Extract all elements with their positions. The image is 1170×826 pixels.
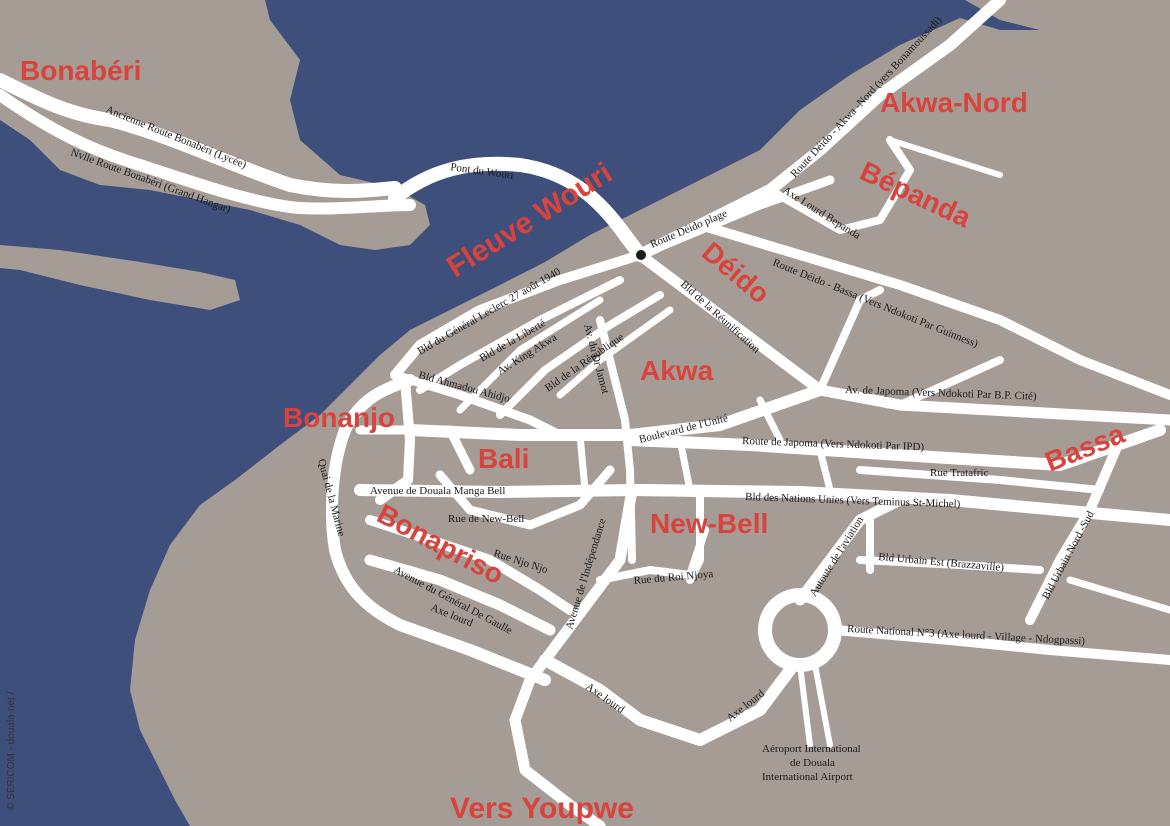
credit-text: © SERICOM - douala-net / xyxy=(6,691,17,810)
street-rue-tratafric: Rue Tratafric xyxy=(930,467,988,479)
district-akwa: Akwa xyxy=(640,355,714,386)
airport-label-line3: International Airport xyxy=(762,771,853,783)
airport-label-line1: Aéroport International xyxy=(762,743,861,755)
district-bonanjo: Bonanjo xyxy=(283,402,395,433)
district-akwa-nord: Akwa-Nord xyxy=(880,87,1028,118)
district-bali: Bali xyxy=(478,443,529,474)
airport-label-line2: de Douala xyxy=(790,757,835,769)
land-west-lower xyxy=(0,245,240,310)
district-bonaberi: Bonabéri xyxy=(20,55,141,86)
pont-junction-marker xyxy=(636,250,646,260)
street-avenue-douala-manga-bell: Avenue de Douala Manga Bell xyxy=(370,485,505,497)
district-vers-youpwe: Vers Youpwe xyxy=(450,792,634,825)
district-new-bell: New-Bell xyxy=(650,508,768,539)
street-rue-de-new-bell: Rue de New-Bell xyxy=(448,513,524,525)
